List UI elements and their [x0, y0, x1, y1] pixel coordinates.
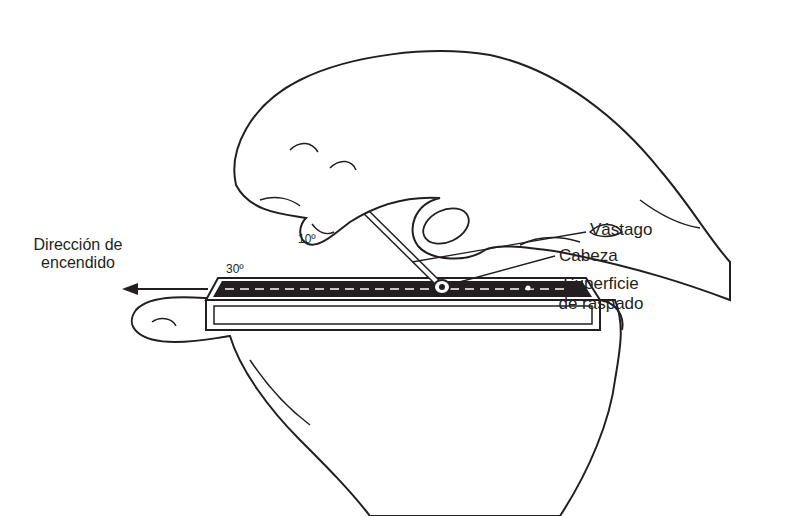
part-label: Vástago — [590, 220, 710, 240]
knuckle-crease — [290, 143, 318, 152]
angle-label: 10º — [298, 232, 338, 246]
direction-label: Dirección de encendido — [22, 236, 134, 272]
lower-hand — [132, 297, 621, 516]
leader-line — [528, 286, 552, 288]
box-top — [206, 278, 600, 300]
leader-dot — [526, 286, 531, 291]
finger-crease — [260, 198, 300, 206]
direction-arrowhead — [122, 283, 138, 295]
box-front-inner — [214, 306, 592, 324]
upper-hand — [234, 51, 730, 300]
thumb-crease — [152, 319, 176, 326]
strike-path — [225, 288, 570, 290]
match-head — [434, 280, 450, 294]
thumb-nail — [417, 201, 474, 250]
part-label: Cabeza — [559, 246, 679, 266]
leader-line — [452, 256, 555, 284]
part-label: Superficie de raspado — [553, 274, 649, 314]
direction-arrow-line — [135, 288, 208, 290]
knuckle-crease — [330, 161, 356, 170]
angle-label: 30º — [226, 262, 266, 276]
palm-line — [250, 360, 310, 425]
match-head-dot — [439, 284, 445, 290]
striking-surface — [213, 281, 592, 297]
box-front — [206, 300, 600, 330]
